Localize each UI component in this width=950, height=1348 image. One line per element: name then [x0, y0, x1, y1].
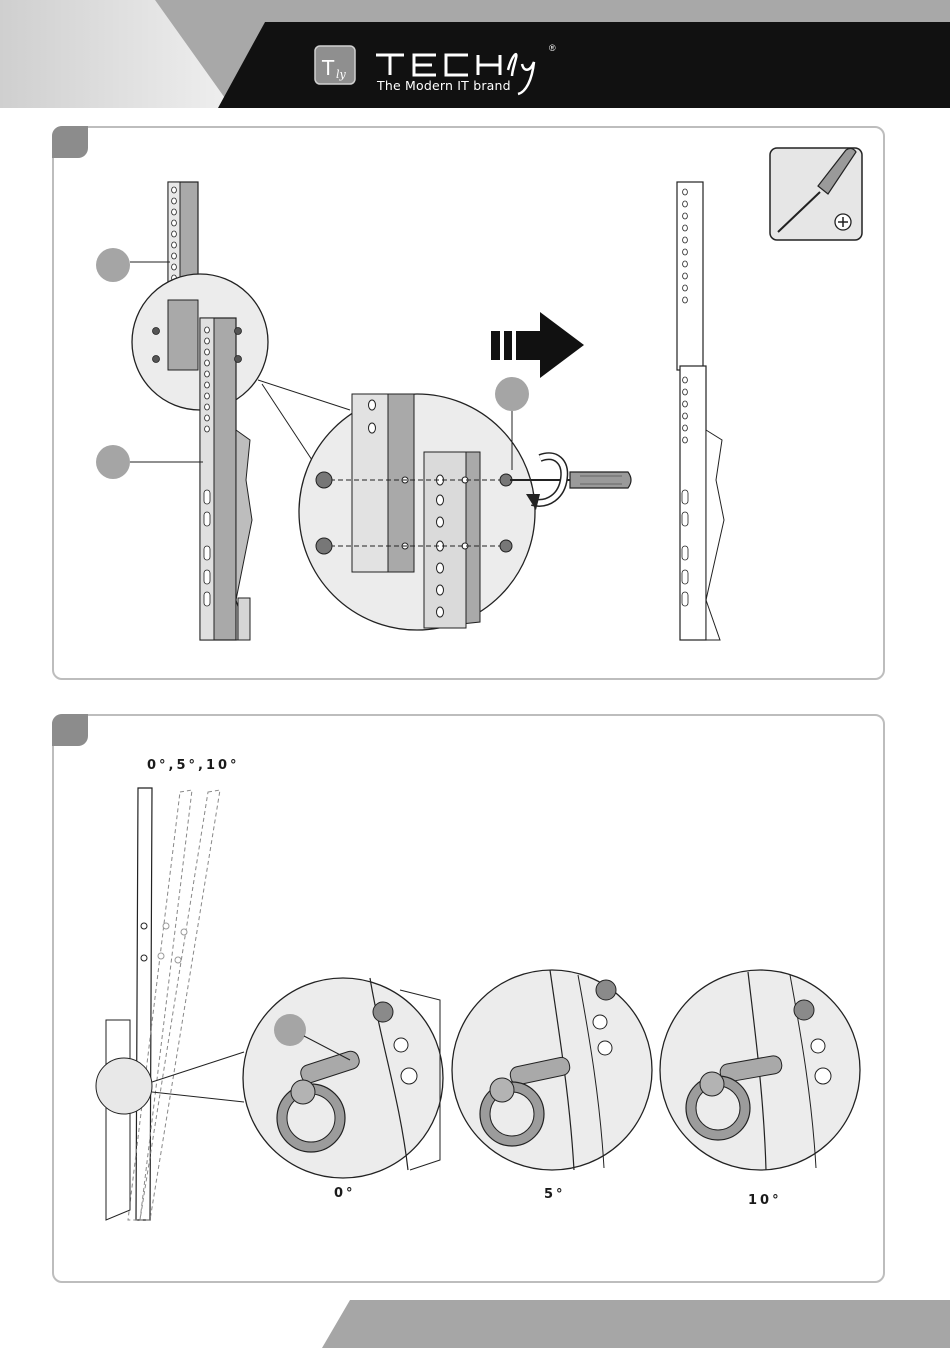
tilt-label-5: 5°	[544, 1187, 566, 1202]
tilt-detail-10	[660, 970, 860, 1170]
tilt-label-0: 0°	[334, 1186, 356, 1201]
tilt-label-10: 10°	[748, 1193, 782, 1208]
tilt-detail-5	[452, 970, 652, 1170]
step-2-illustration	[0, 0, 950, 1300]
tilt-mount-drawing	[96, 788, 220, 1220]
tilt-detail-0	[243, 978, 443, 1178]
footer-band	[0, 1300, 950, 1348]
